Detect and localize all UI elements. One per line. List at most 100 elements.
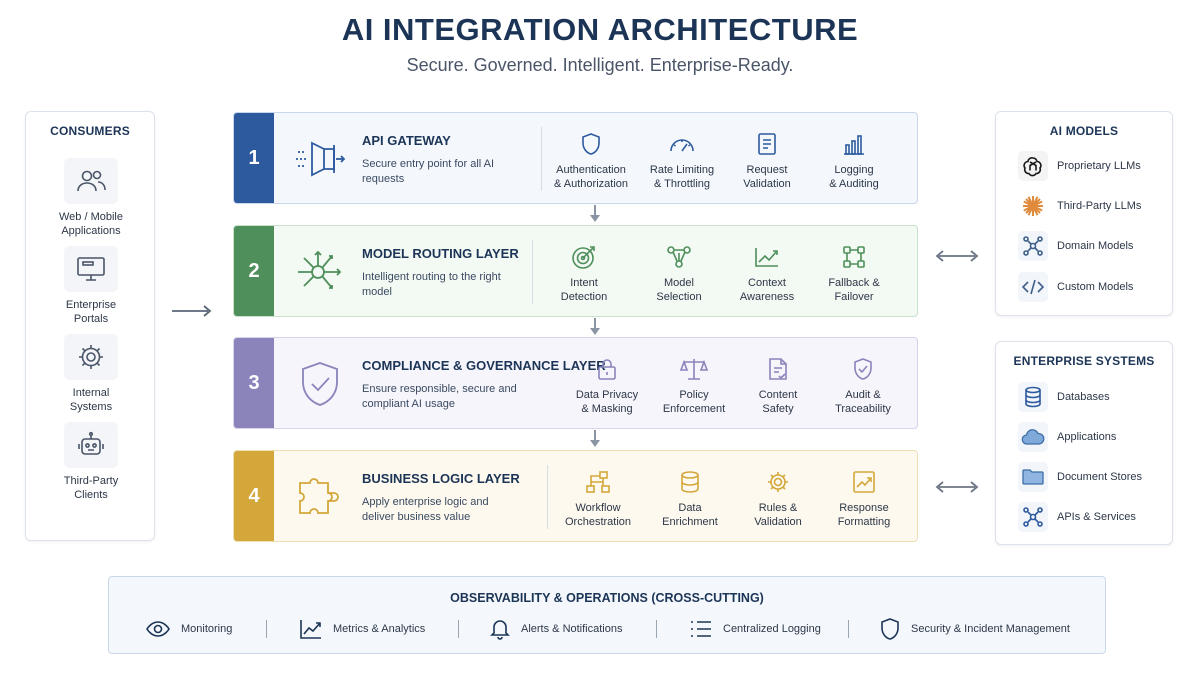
layer-number: 3 (234, 338, 274, 428)
layer-title: BUSINESS LOGIC LAYER (362, 471, 520, 486)
obs-label: Centralized Logging (723, 623, 821, 635)
feature-intent-detection[interactable]: Intent Detection (539, 244, 629, 304)
layer-model-routing[interactable]: 2 MODEL ROUTING LAYER Intelligent routin… (233, 225, 918, 317)
document-check-icon (733, 356, 823, 382)
feature-request-validation[interactable]: Request Validation (722, 131, 812, 191)
system-applications[interactable]: Applications (1018, 422, 1116, 452)
shield-icon (546, 131, 636, 157)
feature-label: Model Selection (656, 277, 702, 303)
ai-models-panel: AI MODELS Proprietary LLMs Third-Party L… (995, 111, 1173, 316)
ai-models-title: AI MODELS (1049, 124, 1119, 138)
ai-model-proprietary[interactable]: Proprietary LLMs (1018, 151, 1141, 181)
arrow-down-icon (590, 318, 600, 335)
obs-logging[interactable]: Centralized Logging (690, 617, 821, 641)
system-label: Document Stores (1057, 471, 1142, 483)
page-subtitle: Secure. Governed. Intelligent. Enterpris… (406, 55, 794, 75)
system-apis-services[interactable]: APIs & Services (1018, 502, 1136, 532)
feature-context-awareness[interactable]: Context Awareness (722, 244, 812, 304)
obs-monitoring[interactable]: Monitoring (146, 617, 232, 641)
consumer-label: Internal Systems (69, 387, 113, 413)
system-document-stores[interactable]: Document Stores (1018, 462, 1142, 492)
cloud-icon (1018, 422, 1048, 452)
database-icon (645, 469, 735, 495)
feature-label: Audit & Traceability (835, 389, 891, 415)
feature-label: Fallback & Failover (828, 277, 880, 303)
consumer-web-mobile[interactable]: Web / Mobile Applications (26, 158, 156, 238)
feature-label: Content Safety (758, 389, 798, 415)
feature-content-safety[interactable]: Content Safety (733, 356, 823, 416)
system-label: APIs & Services (1057, 511, 1136, 523)
layer-title: COMPLIANCE & GOVERNANCE LAYER (362, 358, 606, 373)
enterprise-systems-title: ENTERPRISE SYSTEMS (1013, 354, 1155, 368)
obs-security[interactable]: Security & Incident Management (880, 617, 1070, 641)
robot-icon (64, 422, 118, 468)
layer-number: 4 (234, 451, 274, 541)
ai-model-label: Custom Models (1057, 281, 1134, 293)
gateway-icon (296, 141, 346, 177)
layer-api-gateway[interactable]: 1 API GATEWAY Secure entry point for all… (233, 112, 918, 204)
consumer-label: Web / Mobile Applications (59, 211, 123, 237)
monitor-icon (64, 246, 118, 292)
obs-alerts[interactable]: Alerts & Notifications (490, 617, 622, 641)
feature-response-formatting[interactable]: Response Formatting (819, 469, 909, 529)
feature-workflow-orchestration[interactable]: Workflow Orchestration (553, 469, 643, 529)
layer-divider (532, 240, 533, 304)
obs-metrics[interactable]: Metrics & Analytics (300, 617, 425, 641)
page-title: AI INTEGRATION ARCHITECTURE (341, 12, 859, 47)
feature-label: Policy Enforcement (662, 389, 726, 415)
system-label: Databases (1057, 391, 1110, 403)
bidirectional-arrow-icon (935, 250, 979, 262)
feature-label: Intent Detection (560, 277, 608, 303)
arrow-down-icon (590, 430, 600, 447)
scales-icon (649, 356, 739, 382)
layer-description: Apply enterprise logic and deliver busin… (362, 496, 489, 523)
obs-label: Security & Incident Management (911, 623, 1070, 635)
feature-label: Request Validation (743, 164, 791, 190)
obs-separator (266, 620, 267, 638)
gauge-icon (637, 131, 727, 157)
target-icon (539, 244, 629, 270)
ai-model-custom[interactable]: Custom Models (1018, 272, 1133, 302)
eye-icon (146, 621, 170, 637)
feature-label: Data Enrichment (662, 502, 718, 528)
feature-data-privacy[interactable]: Data Privacy & Masking (562, 356, 652, 416)
consumers-panel: CONSUMERS Web / Mobile Applications Ente… (25, 111, 155, 541)
shield-check-icon (302, 362, 338, 406)
system-databases[interactable]: Databases (1018, 382, 1110, 412)
consumer-third-party[interactable]: Third-Party Clients (26, 422, 156, 502)
obs-separator (656, 620, 657, 638)
bidirectional-arrow-icon (935, 481, 979, 493)
feature-model-selection[interactable]: Model Selection (634, 244, 724, 304)
shield-icon (881, 618, 899, 640)
feature-logging[interactable]: Logging & Auditing (809, 131, 899, 191)
obs-label: Alerts & Notifications (521, 623, 623, 635)
feature-fallback-failover[interactable]: Fallback & Failover (809, 244, 899, 304)
feature-data-enrichment[interactable]: Data Enrichment (645, 469, 735, 529)
feature-rate-limiting[interactable]: Rate Limiting & Throttling (637, 131, 727, 191)
feature-audit-traceability[interactable]: Audit & Traceability (818, 356, 908, 416)
puzzle-icon (299, 478, 339, 514)
workflow-icon (553, 469, 643, 495)
database-icon (1018, 382, 1048, 412)
consumers-title: CONSUMERS (50, 124, 130, 138)
consumer-internal-systems[interactable]: Internal Systems (26, 334, 156, 414)
list-icon (691, 621, 711, 637)
document-icon (722, 131, 812, 157)
ai-model-third-party[interactable]: Third-Party LLMs (1018, 191, 1141, 221)
ai-model-label: Domain Models (1057, 240, 1134, 252)
feature-label: Rate Limiting & Throttling (649, 164, 715, 190)
arrow-down-icon (590, 205, 600, 222)
layer-title: MODEL ROUTING LAYER (362, 246, 519, 261)
feature-policy-enforcement[interactable]: Policy Enforcement (649, 356, 739, 416)
consumer-enterprise-portals[interactable]: Enterprise Portals (26, 246, 156, 326)
sunburst-icon (1018, 191, 1048, 221)
consumer-label: Enterprise Portals (65, 299, 117, 325)
ai-model-domain[interactable]: Domain Models (1018, 231, 1133, 261)
layer-compliance-governance[interactable]: 3 COMPLIANCE & GOVERNANCE LAYER Ensure r… (233, 337, 918, 429)
layer-business-logic[interactable]: 4 BUSINESS LOGIC LAYER Apply enterprise … (233, 450, 918, 542)
feature-authentication[interactable]: Authentication & Authorization (546, 131, 636, 191)
gear-icon (733, 469, 823, 495)
feature-rules-validation[interactable]: Rules & Validation (733, 469, 823, 529)
layer-number: 2 (234, 226, 274, 316)
layer-description: Ensure responsible, secure and compliant… (362, 383, 517, 410)
